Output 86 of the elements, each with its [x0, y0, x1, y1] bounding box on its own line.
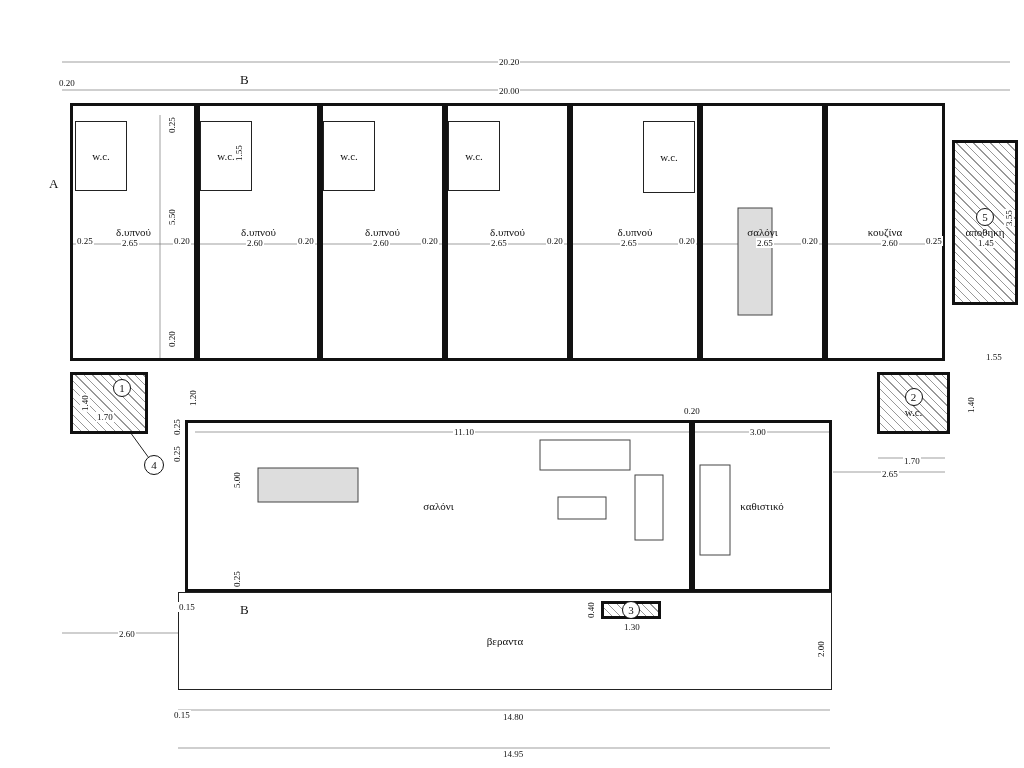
- dimension-label: 3.55: [1003, 209, 1014, 227]
- room-outline: [570, 103, 700, 361]
- dimension-label: 2.65: [121, 238, 139, 248]
- room-outline: [185, 420, 692, 592]
- dimension-label: 0.25: [171, 445, 182, 463]
- dimension-label: 2.60: [118, 629, 136, 639]
- room-name: w.c.: [340, 150, 358, 162]
- dimension-label: 0.20: [546, 236, 564, 246]
- room-name: σαλόνι: [423, 500, 454, 512]
- room-outline: [323, 121, 375, 191]
- dimension-label: 0.15: [178, 602, 196, 612]
- room-name: βεραντα: [486, 635, 524, 647]
- room-name: δ.υπνού: [490, 226, 525, 238]
- room-outline: [448, 121, 500, 191]
- callout-number: 4: [151, 459, 157, 471]
- dimension-label: 3.00: [749, 427, 767, 437]
- dimension-label: 1.70: [96, 412, 114, 422]
- dimension-label: 0.15: [173, 710, 191, 720]
- room-outline: [445, 103, 570, 361]
- dimension-label: 20.20: [498, 57, 521, 67]
- dimension-label: 14.80: [502, 712, 525, 722]
- callout-number: 5: [976, 207, 994, 226]
- room-name: δ.υπνού: [241, 226, 276, 238]
- callout-number: 3: [622, 601, 640, 619]
- dimension-label: 0.20: [173, 236, 191, 246]
- room-outline: [70, 103, 197, 361]
- dimension-label: 0.25: [76, 236, 94, 246]
- room-name: w.c.: [660, 151, 678, 163]
- dimension-label: 2.65: [620, 238, 638, 248]
- dimension-label: 11.10: [453, 427, 475, 437]
- dimension-label: 1.20: [187, 389, 198, 407]
- hatched-area: [70, 372, 148, 434]
- dimension-label: 0.20: [683, 406, 701, 416]
- room-outline: [75, 121, 127, 191]
- dimension-label: 2.60: [881, 238, 899, 248]
- dimension-label: 14.95: [502, 749, 525, 759]
- room-outline: [700, 103, 825, 361]
- room-name: w.c.: [92, 150, 110, 162]
- room-outline: [200, 121, 252, 191]
- dimension-label: 0.20: [297, 236, 315, 246]
- dimension-label: 2.65: [756, 238, 774, 248]
- dimension-label: 2.65: [881, 469, 899, 479]
- dimension-label: 1.70: [903, 456, 921, 466]
- dimension-label: 2.60: [246, 238, 264, 248]
- room-name: σαλόνι: [747, 226, 778, 238]
- room-outline: [320, 103, 445, 361]
- dimension-label: 1.55: [985, 352, 1003, 362]
- room-outline: [692, 420, 832, 592]
- dimension-label: 0.40: [585, 601, 596, 619]
- room-outline: [197, 103, 320, 361]
- room-name: δ.υπνού: [365, 226, 400, 238]
- room-name: κουζίνα: [867, 226, 903, 238]
- hatched-area: [601, 601, 661, 619]
- room-name: δ.υπνού: [617, 226, 653, 238]
- dimension-label: 0.20: [421, 236, 439, 246]
- dimension-label: 0.20: [801, 236, 819, 246]
- leader-line: [131, 433, 149, 458]
- room-outline: [825, 103, 945, 361]
- room-outline: [643, 121, 695, 193]
- dimension-label: 1.40: [965, 396, 976, 414]
- room-name: δ.υπνού: [116, 226, 151, 238]
- dimension-label: 5.00: [231, 471, 242, 489]
- hatched-area: [952, 140, 1018, 305]
- room-name: καθιστικό: [740, 500, 784, 512]
- dimension-label: 2.60: [372, 238, 390, 248]
- dimension-label: 2.00: [815, 640, 826, 658]
- room-name: w.c.: [465, 150, 483, 162]
- dimension-label: 5.50: [166, 208, 177, 226]
- dimension-label: 0.25: [171, 418, 182, 436]
- dimension-label: 1.55: [233, 144, 244, 162]
- dimension-label: 20.00: [498, 86, 521, 96]
- hatched-area: [877, 372, 950, 434]
- room-name: w.c.: [904, 406, 923, 418]
- room-name: αποθηκη: [965, 225, 1005, 238]
- room-name: w.c.: [217, 150, 235, 162]
- dimension-label: 0.20: [58, 78, 76, 88]
- dimension-label: 0.25: [925, 236, 943, 246]
- dimension-label: 2.65: [490, 238, 508, 248]
- dimension-label: 0.25: [166, 116, 177, 134]
- dimension-label: 1.45: [977, 238, 995, 248]
- dimension-label: 1.40: [79, 394, 90, 412]
- dimension-label: 0.25: [231, 570, 242, 588]
- callout-number: 2: [904, 388, 923, 406]
- callout-circle: [144, 455, 164, 475]
- callout-number: 1: [113, 379, 131, 397]
- dimension-label: 0.20: [166, 330, 177, 348]
